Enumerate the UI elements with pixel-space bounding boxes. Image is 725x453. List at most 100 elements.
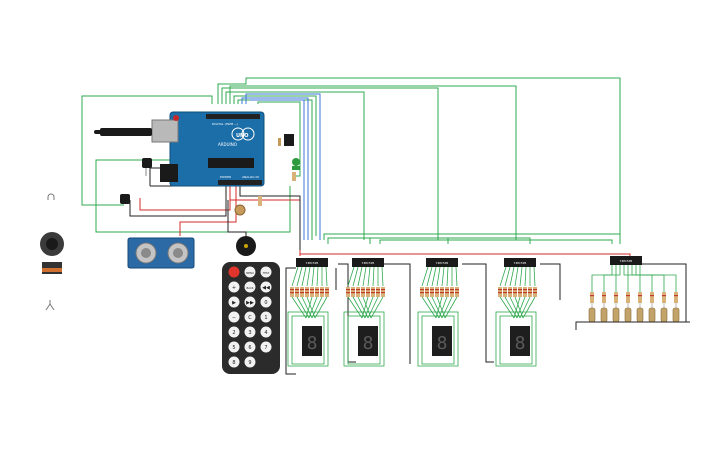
- wire: [639, 265, 677, 292]
- remote-button-seven[interactable]: 7: [260, 341, 272, 353]
- wire: [314, 296, 328, 319]
- remote-button-power[interactable]: [228, 266, 240, 278]
- wire: [591, 265, 613, 292]
- wire: [384, 263, 411, 364]
- led-resistor-bank: 74HC595: [584, 256, 690, 323]
- wire: [221, 87, 439, 240]
- wire: [504, 266, 511, 287]
- wire: [233, 95, 317, 236]
- wire: [364, 296, 374, 319]
- wire: [291, 315, 325, 365]
- remote-button-prev[interactable]: ◀◀: [260, 281, 272, 293]
- wire: [296, 266, 303, 287]
- wire: [615, 265, 621, 292]
- wire: [417, 311, 459, 367]
- led: [648, 307, 656, 323]
- wire: [305, 296, 313, 319]
- wire: [287, 311, 329, 367]
- remote-button-label: 3: [248, 330, 251, 336]
- shift-register-label: 74HC595: [620, 259, 633, 263]
- potentiometer: [234, 204, 246, 216]
- wire: [499, 266, 507, 287]
- led: [672, 307, 680, 323]
- shift-register-label: 74HC595: [514, 261, 527, 265]
- wire: [347, 266, 355, 287]
- resistor: [650, 292, 654, 303]
- board-name-label: UNO: [236, 133, 249, 139]
- wire: [446, 266, 449, 287]
- remote-button-plus[interactable]: +: [228, 281, 240, 293]
- display-module: 74HC595 8: [287, 258, 329, 367]
- remote-button-label: ▶▶: [246, 300, 254, 306]
- remote-button-play[interactable]: ▶: [228, 296, 240, 308]
- wire: [441, 296, 453, 319]
- resistor: [614, 292, 618, 303]
- remote-button-c[interactable]: C: [244, 311, 256, 323]
- display-module: 74HC595 8: [417, 258, 459, 367]
- led-green: [292, 158, 300, 170]
- led: [588, 307, 596, 323]
- wire: [316, 266, 319, 287]
- remote-button-label: BACK: [246, 286, 253, 290]
- wire: [623, 265, 629, 292]
- resistor: [638, 292, 642, 303]
- resistor: [590, 292, 594, 303]
- wire: [311, 266, 315, 287]
- wire: [95, 159, 291, 233]
- remote-button-two[interactable]: 2: [228, 326, 240, 338]
- board-analog-label: ANALOG IN: [242, 175, 259, 179]
- antenna-icon: [45, 300, 55, 311]
- shift-register-chip: 74HC595: [426, 258, 458, 267]
- arduino-uno-board: DIGITAL (PWM ~) ARDUINO UNO POWER ANALOG…: [151, 111, 265, 187]
- wire: [245, 93, 321, 240]
- remote-button-label: 1: [264, 315, 267, 321]
- wire: [257, 101, 301, 177]
- remote-button-next[interactable]: ▶▶: [244, 296, 256, 308]
- remote-button-back[interactable]: BACK: [244, 281, 256, 293]
- usb-cable: [94, 128, 152, 136]
- remote-button-three[interactable]: 3: [244, 326, 256, 338]
- shift-register-label: 74HC595: [306, 261, 319, 265]
- wire: [441, 266, 445, 287]
- remote-button-test[interactable]: TEST: [260, 266, 272, 278]
- wire: [362, 266, 367, 287]
- remote-button-label: 7: [264, 345, 267, 351]
- remote-button-nine[interactable]: 9: [244, 356, 256, 368]
- wire: [513, 296, 521, 319]
- remote-button-five[interactable]: 5: [228, 341, 240, 353]
- remote-button-one[interactable]: 1: [260, 311, 272, 323]
- transistor: [278, 134, 294, 146]
- shift-register-label: 74HC595: [362, 261, 375, 265]
- wire: [347, 315, 381, 365]
- wire: [129, 186, 227, 217]
- wire: [225, 91, 365, 240]
- wire: [499, 296, 515, 319]
- seven-segment-digit: 8: [307, 333, 318, 354]
- wire: [300, 253, 631, 262]
- piezo-buzzer: [236, 236, 256, 256]
- wire: [524, 266, 527, 287]
- remote-button-label: 2: [232, 330, 235, 336]
- board-brand-label: ARDUINO: [218, 142, 237, 147]
- wire: [631, 265, 653, 292]
- remote-button-minus[interactable]: −: [228, 311, 240, 323]
- remote-button-eight[interactable]: 8: [228, 356, 240, 368]
- wire: [431, 266, 437, 287]
- remote-button-label: 0: [264, 300, 267, 306]
- remote-button-six[interactable]: 6: [244, 341, 256, 353]
- shift-register-chip: 74HC595: [610, 256, 642, 265]
- remote-button-zero[interactable]: 0: [260, 296, 272, 308]
- wire: [603, 265, 617, 292]
- remote-button-label: 9: [248, 360, 251, 366]
- remote-button-four[interactable]: 4: [260, 326, 272, 338]
- wire: [381, 266, 384, 287]
- wire: [444, 296, 458, 319]
- seven-segment-digit: 8: [437, 333, 448, 354]
- wire: [367, 266, 371, 287]
- remote-button-menu[interactable]: MENU: [244, 266, 256, 278]
- resistor: [626, 292, 630, 303]
- wire: [327, 237, 449, 244]
